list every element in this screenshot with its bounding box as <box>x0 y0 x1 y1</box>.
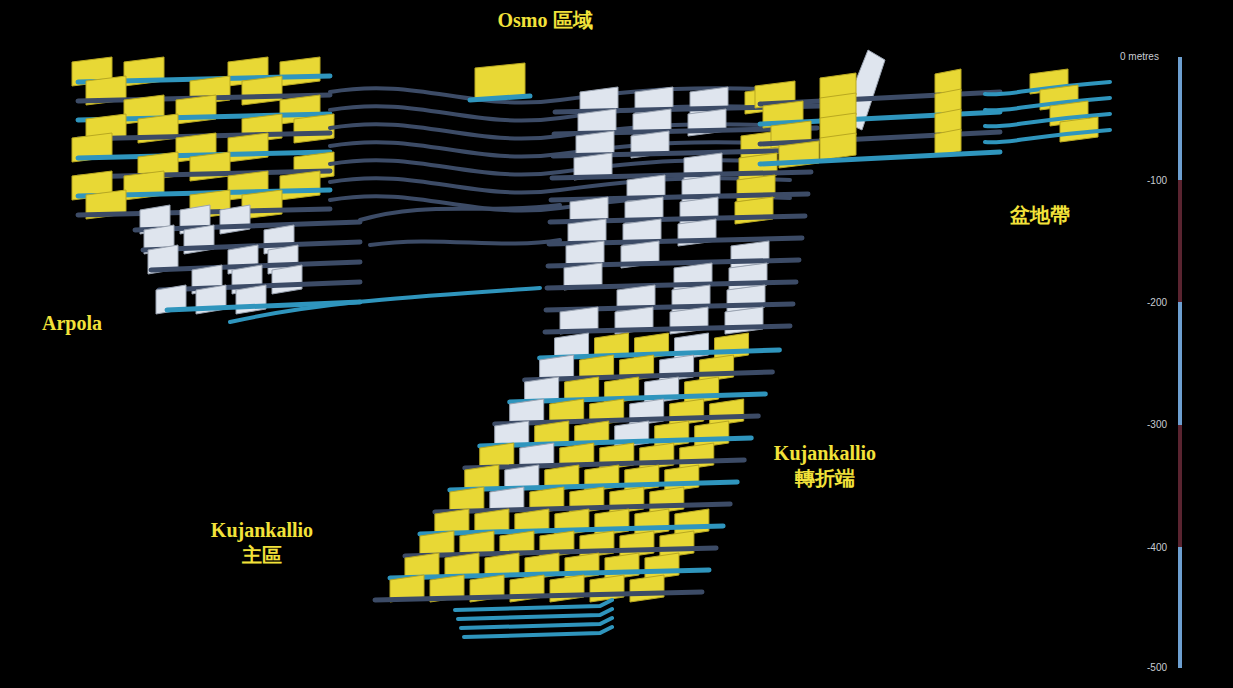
depth-tick: -300 <box>1145 420 1169 430</box>
drift-tunnel <box>470 96 530 100</box>
scale-bar <box>1178 180 1182 302</box>
scale-bar <box>1178 425 1182 547</box>
ore-stope <box>294 114 334 143</box>
drift-tunnel <box>510 394 766 402</box>
drift-tunnel <box>985 130 1110 142</box>
drift-tunnel <box>760 132 1000 144</box>
ore-stope <box>280 57 320 86</box>
area-label: Arpola <box>40 311 104 336</box>
scale-bar <box>1178 547 1182 668</box>
drift-tunnel <box>985 98 1110 110</box>
scale-bar <box>1178 302 1182 425</box>
waste-stope <box>236 285 266 314</box>
drift-tunnel <box>760 112 1000 124</box>
ore-stope <box>630 575 664 602</box>
drift-tunnel <box>525 372 773 380</box>
depth-tick: 0 metres <box>1118 52 1161 62</box>
drift-tunnel <box>760 152 1000 164</box>
drift-tunnel <box>540 350 780 358</box>
drift-tunnel <box>461 618 612 628</box>
drift-tunnel <box>360 205 560 220</box>
waste-stope <box>272 265 302 294</box>
area-label: 盆地帶 <box>1008 203 1072 228</box>
drift-tunnel <box>458 609 612 619</box>
area-label: Kujankallio 轉折端 <box>772 441 878 491</box>
waste-stope <box>220 205 250 234</box>
ore-stope <box>280 171 320 200</box>
depth-tick: -100 <box>1145 176 1169 186</box>
drift-tunnel <box>230 288 540 322</box>
drift-tunnel <box>455 600 612 610</box>
ore-stope <box>590 575 624 602</box>
scale-bar <box>1178 57 1182 180</box>
drift-tunnel <box>370 240 560 245</box>
depth-tick: -500 <box>1145 663 1169 673</box>
area-label: Osmo 區域 <box>496 8 595 33</box>
drift-tunnel <box>375 592 702 600</box>
area-label: Kujankallio 主區 <box>209 518 315 568</box>
depth-tick: -400 <box>1145 543 1169 553</box>
drift-tunnel <box>545 326 790 332</box>
drift-tunnel <box>464 627 612 637</box>
depth-tick: -200 <box>1145 298 1169 308</box>
ore-stope <box>242 76 282 105</box>
ore-stope <box>228 133 268 162</box>
ore-stope <box>820 133 856 160</box>
